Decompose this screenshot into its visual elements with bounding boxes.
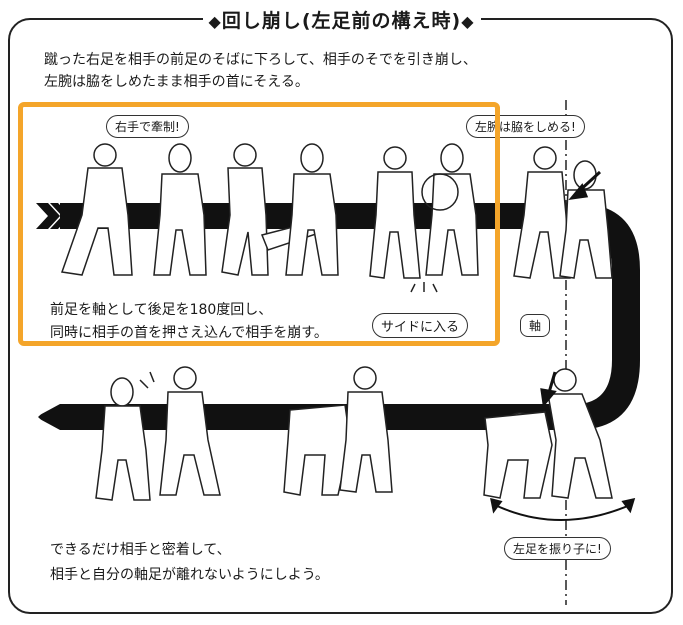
speech-bubble-side-entry: サイドに入る bbox=[372, 313, 469, 338]
speech-bubble-swing: 左足を振り子に! bbox=[504, 537, 611, 560]
highlight-box bbox=[18, 102, 500, 346]
pivot-line-2: 同時に相手の首を押さえ込んで相手を崩す。 bbox=[50, 325, 328, 341]
arrow-icon bbox=[568, 183, 589, 201]
opponent-figure bbox=[95, 377, 151, 501]
swing-arrow-icon bbox=[494, 504, 631, 521]
judoka-figure bbox=[221, 143, 323, 276]
opponent-figure bbox=[425, 143, 479, 276]
arrow-icon bbox=[540, 388, 557, 408]
intro-line-1: 蹴った右足を相手の前足のそばに下ろして、相手のそでを引き崩し、 bbox=[44, 52, 477, 68]
opponent-figure bbox=[285, 143, 339, 276]
opponent-figure bbox=[153, 143, 207, 276]
closing-line-1: できるだけ相手と密着して、 bbox=[50, 542, 231, 558]
diamond-icon: ◆ bbox=[208, 12, 222, 31]
figures-lower bbox=[95, 366, 613, 501]
judoka-figure bbox=[369, 146, 421, 279]
opponent-figure bbox=[559, 160, 613, 279]
arrow-icon bbox=[621, 497, 636, 514]
judoka-figure bbox=[513, 146, 571, 279]
judoka-figure bbox=[60, 143, 133, 276]
page-title: ◆回し崩し(左足前の構え時)◆ bbox=[0, 6, 683, 33]
label-axis: 軸 bbox=[520, 314, 551, 337]
title-text: 回し崩し(左足前の構え時) bbox=[221, 10, 462, 32]
judoka-figure bbox=[339, 366, 393, 493]
judoka-figure bbox=[159, 366, 221, 496]
opponent-figure bbox=[283, 404, 351, 496]
judoka-figure bbox=[547, 368, 613, 499]
opponent-figure bbox=[483, 411, 553, 499]
pivot-line-1: 前足を軸として後足を180度回し、 bbox=[50, 302, 273, 318]
arrows bbox=[490, 170, 636, 521]
arrow-icon bbox=[490, 497, 503, 514]
detail-circle bbox=[421, 173, 459, 211]
impact-marks bbox=[139, 282, 438, 389]
closing-line-2: 相手と自分の軸足が離れないようにしよう。 bbox=[50, 567, 329, 583]
intro-line-2: 左腕は脇をしめたまま相手の首にそえる。 bbox=[44, 74, 309, 90]
speech-bubble-right-hand: 右手で牽制! bbox=[106, 115, 189, 138]
diamond-icon: ◆ bbox=[461, 12, 475, 31]
figures-upper bbox=[60, 143, 613, 279]
